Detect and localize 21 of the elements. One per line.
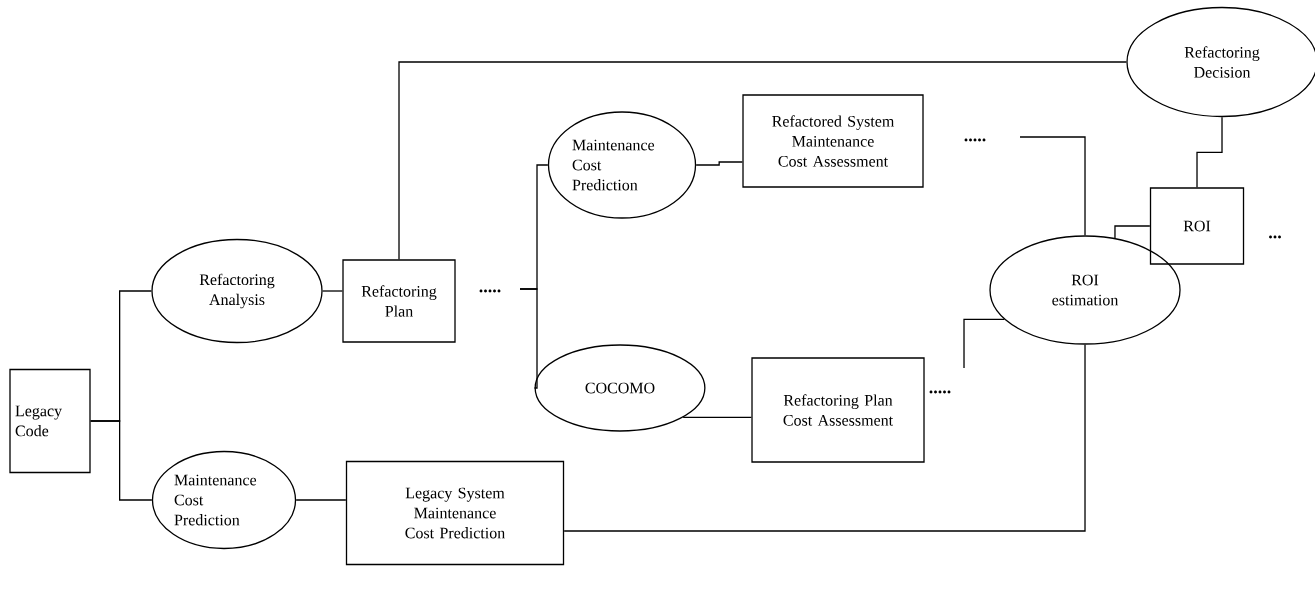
connector-line: [295, 499, 347, 501]
connector-line: [1019, 136, 1086, 236]
connector-line: [563, 344, 1086, 532]
process-box: Refactoring Plan Cost Assessment: [751, 357, 925, 463]
connector-line: [1196, 116, 1223, 188]
ellipsis-mark: ...: [1269, 235, 1281, 239]
connector-line: [519, 288, 538, 389]
process-box: Legacy System Maintenance Cost Prediction: [345, 460, 565, 566]
connector-line: [398, 61, 1127, 260]
connector-line: [682, 416, 752, 419]
process-box: Refactoring Plan: [342, 259, 456, 343]
ellipsis-mark: .....: [479, 289, 501, 293]
process-box: Legacy Code: [9, 368, 91, 474]
connector-line: [90, 420, 153, 501]
process-box: Refactored System Maintenance Cost Assessment: [742, 94, 924, 188]
ellipsis-mark: .....: [964, 138, 986, 142]
connector-line: [1114, 225, 1151, 239]
connector-line: [322, 290, 343, 292]
connector-line: [695, 161, 743, 166]
process-box: ROI: [1149, 187, 1245, 265]
connector-line: [963, 318, 1005, 369]
